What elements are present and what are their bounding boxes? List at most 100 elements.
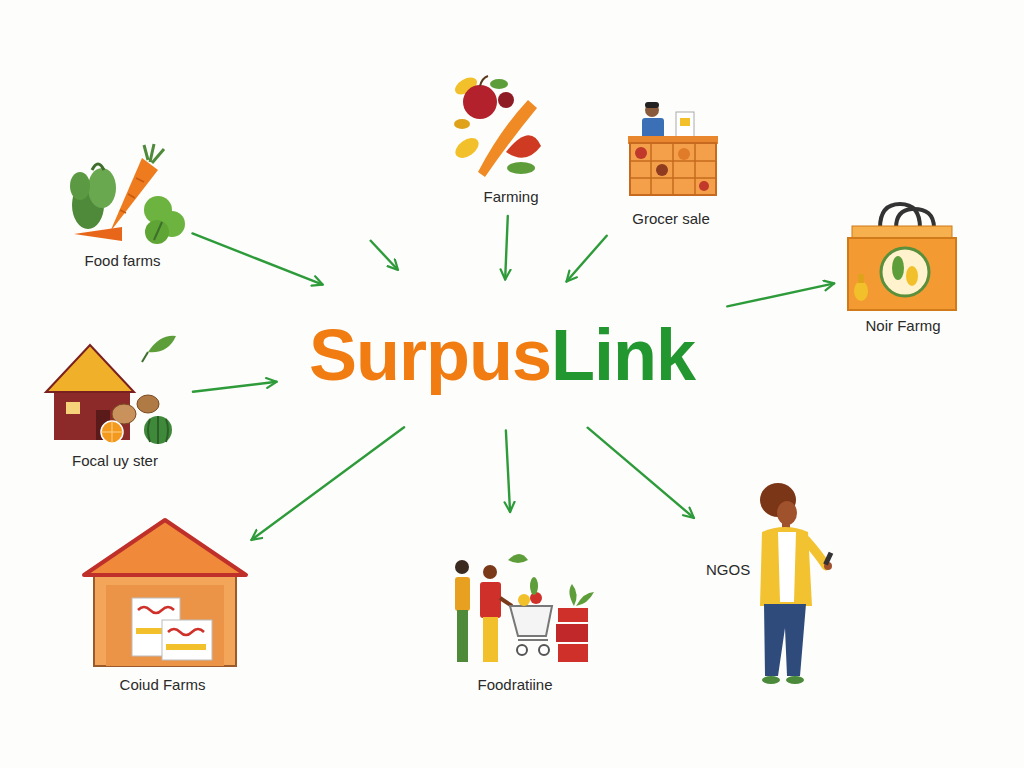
person-icon-part xyxy=(764,604,806,676)
hub-word: Surpus xyxy=(309,314,551,397)
fruit-icon-part xyxy=(498,92,514,108)
shoppers-icon-part xyxy=(455,577,470,611)
bag-icon-part xyxy=(854,281,868,301)
storage-icon-part xyxy=(168,629,204,635)
grocer-stall-icon-part xyxy=(645,102,659,108)
bag-icon-part xyxy=(848,238,956,310)
shoppers-icon-part xyxy=(455,560,469,574)
icon-node: Farming xyxy=(450,70,572,208)
node-label: Food farms xyxy=(85,252,161,270)
shoppers-icon-part xyxy=(558,644,588,662)
bag-icon-part xyxy=(906,266,918,286)
grocer-stall-icon-part xyxy=(676,112,694,138)
fruit-icon-part xyxy=(490,79,508,89)
shoppers-icon-part xyxy=(457,610,468,662)
shoppers-icon-part xyxy=(500,598,512,606)
grocer-stall-icon-part xyxy=(630,143,716,195)
vegetables-icon-part xyxy=(144,144,164,163)
icon-node: Focal uy ster xyxy=(45,330,185,472)
stray-arrow-part xyxy=(370,240,398,270)
flow-arrow xyxy=(505,216,508,280)
house-icon-part xyxy=(148,416,168,444)
flow-arrow xyxy=(588,428,694,518)
person-icon-part xyxy=(823,552,833,566)
node-label: Focal uy ster xyxy=(72,452,158,470)
fruit-icon xyxy=(452,74,541,177)
fruit-icon-part xyxy=(507,162,535,174)
flow-arrow xyxy=(567,236,607,282)
grocer-stall-icon-part xyxy=(635,147,647,159)
grocer-stall-icon-part xyxy=(680,118,690,126)
node-label: Noir Farmg xyxy=(865,317,940,335)
person-icon-part xyxy=(806,540,826,566)
house-icon-part xyxy=(148,336,176,352)
storage-icon-part xyxy=(138,607,174,613)
node-label: Grocer sale xyxy=(632,210,710,228)
shoppers-icon-part xyxy=(539,645,549,655)
person-icon xyxy=(760,483,833,684)
grocer-stall-icon-part xyxy=(645,103,659,117)
person-icon-part xyxy=(762,676,780,684)
vegetables-icon-part xyxy=(74,227,122,241)
node-label: Foodratiine xyxy=(477,676,552,694)
icon-node: NGOS xyxy=(700,475,840,690)
vegetables-icon-part xyxy=(145,220,169,244)
shoppers-icon-part xyxy=(483,617,498,662)
house-icon-part xyxy=(137,395,159,413)
flow-arrow xyxy=(506,430,510,512)
shoppers-icon xyxy=(455,554,594,662)
shoppers-icon-part xyxy=(518,639,548,641)
grocer-stall-icon xyxy=(628,102,718,195)
shoppers-icon-part xyxy=(518,594,530,606)
flow-arrow xyxy=(251,427,404,540)
house-icon-part xyxy=(101,421,123,443)
bag-icon-part xyxy=(896,209,934,228)
grocer-stall-icon-part xyxy=(656,164,668,176)
house-icon-part xyxy=(66,402,80,414)
fruit-icon-part xyxy=(454,119,470,129)
house-icon-part xyxy=(46,345,134,392)
vegetables-icon-part xyxy=(92,164,104,170)
icon-node: Grocer sale xyxy=(612,95,730,230)
bag-icon-part xyxy=(858,274,864,283)
icon-node: Food farms xyxy=(60,140,185,272)
vegetables-icon-part xyxy=(154,222,162,240)
shoppers-icon-part xyxy=(556,624,588,642)
hub-word: Link xyxy=(551,314,695,397)
shoppers-icon-part xyxy=(483,565,497,579)
stray-arrow xyxy=(370,240,398,270)
node-label: Coiud Farms xyxy=(120,676,206,694)
house-icon-part xyxy=(101,421,123,443)
person-icon-part xyxy=(778,532,796,602)
vegetables-icon xyxy=(70,144,185,244)
house-icon-part xyxy=(144,416,172,444)
storage-icon-part xyxy=(94,570,236,666)
hub-title: SurpusLink xyxy=(285,288,720,423)
vegetables-icon-part xyxy=(70,172,90,200)
fruit-icon-part xyxy=(452,134,482,162)
node-label: Farming xyxy=(483,188,538,206)
storage-icon xyxy=(84,520,246,666)
storage-icon-part xyxy=(166,644,206,650)
person-icon-part xyxy=(777,501,797,525)
house-icon-part xyxy=(142,352,148,362)
bag-icon-part xyxy=(881,248,929,296)
shoppers-icon-part xyxy=(558,608,588,622)
shoppers-icon-part xyxy=(517,645,527,655)
icon-node: Foodratiine xyxy=(440,520,590,696)
vegetables-icon-part xyxy=(88,168,116,208)
vegetables-icon-part xyxy=(120,178,144,213)
storage-icon-part xyxy=(106,585,224,666)
flow-arrow xyxy=(192,233,322,284)
shoppers-icon-part xyxy=(508,554,528,563)
shoppers-icon-part xyxy=(530,577,538,595)
fruit-icon-part xyxy=(480,76,488,86)
storage-icon-part xyxy=(84,520,246,575)
flow-arrow xyxy=(727,283,834,306)
grocer-stall-icon-part xyxy=(699,181,709,191)
bag-icon xyxy=(848,204,956,310)
shoppers-icon-part xyxy=(530,592,542,604)
storage-icon-part xyxy=(162,620,212,660)
fruit-icon-part xyxy=(463,85,497,119)
